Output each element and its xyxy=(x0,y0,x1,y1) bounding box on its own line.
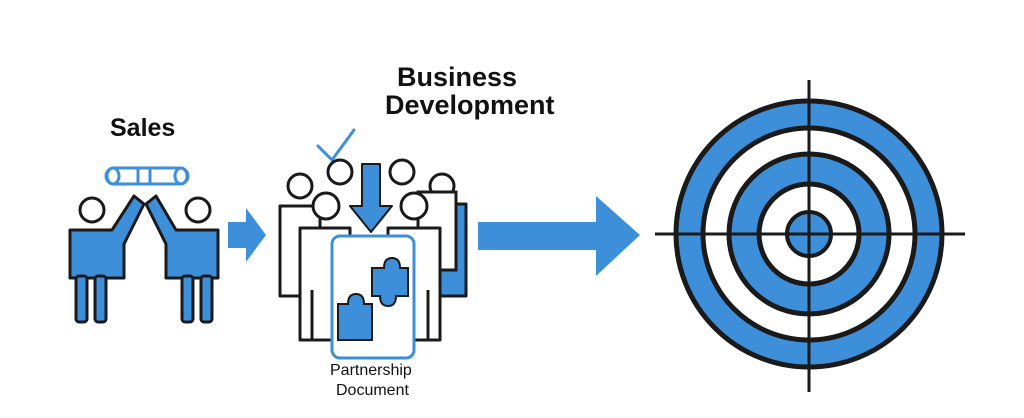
sales-label: Sales xyxy=(110,114,176,142)
business-development-label-line1: Business xyxy=(397,62,518,92)
target-icon xyxy=(655,80,965,392)
puzzle-piece-icon xyxy=(371,256,409,308)
sales-person-left xyxy=(68,194,146,324)
checkmark-icon xyxy=(316,128,356,162)
down-arrow xyxy=(349,163,393,233)
partnership-document-label-line2: Document xyxy=(336,382,409,399)
sales-person-right xyxy=(144,194,220,324)
sales-group xyxy=(68,166,220,324)
document-roll-icon xyxy=(104,166,190,186)
partnership-document-label-line1: Partnership xyxy=(330,362,412,379)
flow-arrow-1 xyxy=(228,208,266,262)
puzzle-piece-icon-2 xyxy=(337,292,373,341)
business-development-label-line2: Development xyxy=(385,90,555,120)
business-development-group xyxy=(278,128,468,360)
flow-arrow-2 xyxy=(478,196,640,276)
